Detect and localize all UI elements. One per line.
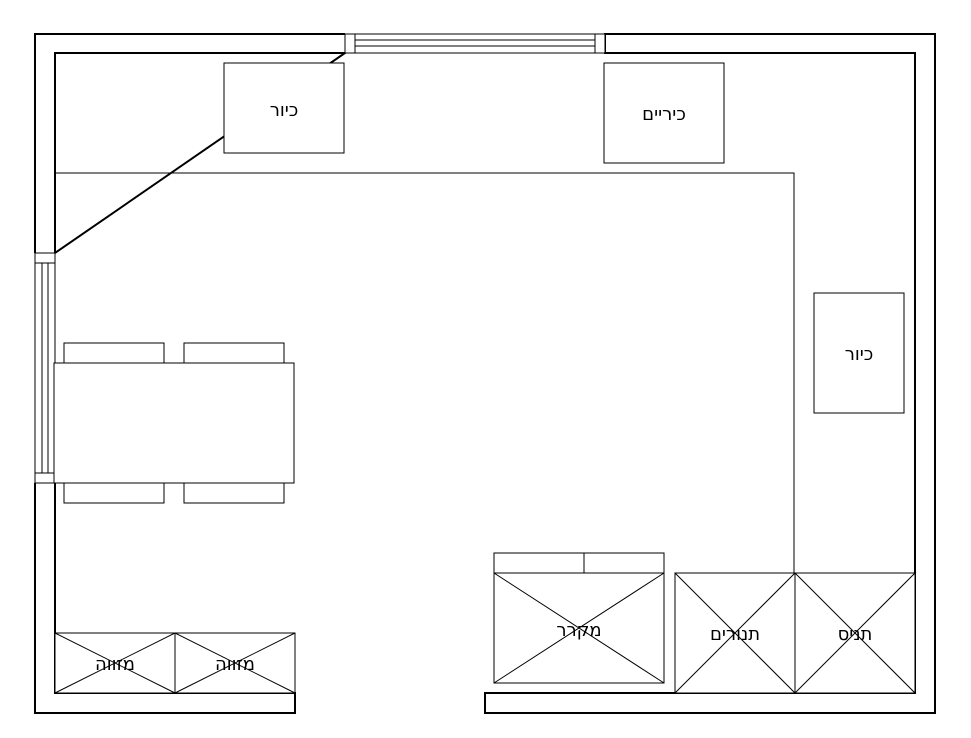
sink-right: כיור <box>813 292 905 414</box>
ovens: תנורים <box>674 572 796 694</box>
stove-top-label: כיריים <box>642 104 686 125</box>
pantry-right: מזווה <box>174 632 296 694</box>
counter-edge <box>55 172 795 573</box>
left-window <box>34 252 56 484</box>
cabinet-right-label: תניס <box>838 624 873 645</box>
sink-top-left-label: כיור <box>270 100 299 121</box>
stove-top: כיריים <box>603 62 725 164</box>
fridge: מקרר <box>493 552 665 684</box>
chair <box>183 482 285 504</box>
fridge-label: מקרר <box>556 620 601 641</box>
chair <box>183 342 285 364</box>
ovens-label: תנורים <box>710 624 760 645</box>
cabinet-right: תניס <box>794 572 916 694</box>
table-top <box>53 362 295 484</box>
top-window <box>344 33 606 54</box>
pantry-left: מזווה <box>54 632 176 694</box>
pantry-left-label: מזווה <box>95 654 135 675</box>
chair <box>63 342 165 364</box>
pantry-right-label: מזווה <box>215 654 255 675</box>
sink-top-left: כיור <box>223 62 345 154</box>
dining-table <box>53 342 295 504</box>
sink-right-label: כיור <box>845 344 874 365</box>
chair <box>63 482 165 504</box>
